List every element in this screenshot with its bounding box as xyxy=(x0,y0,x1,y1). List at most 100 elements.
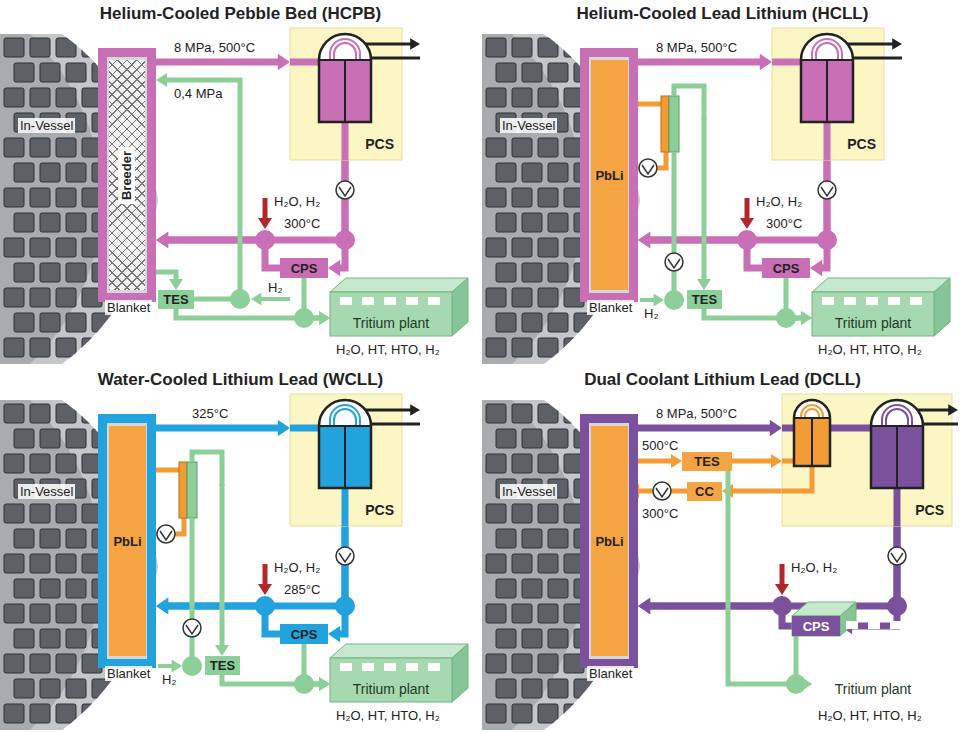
wall-tile xyxy=(4,604,24,623)
wall-tile xyxy=(522,63,542,82)
wall-tile xyxy=(522,213,542,232)
arrow-head xyxy=(319,677,330,691)
wall-tile xyxy=(14,579,34,598)
hydrogen-arrow xyxy=(260,297,290,301)
annotation-label: H₂O, HT, HTO, H₂ xyxy=(816,708,924,723)
panel: Water-Cooled Lithium Lead (WCLL)BlanketP… xyxy=(0,366,481,732)
arrow-head xyxy=(775,584,789,595)
breeder-zone: Breeder xyxy=(109,60,145,290)
edge-label: 300°C xyxy=(764,216,804,231)
hx-chamber xyxy=(801,60,853,122)
node-label: TES xyxy=(694,454,719,469)
arrow-head xyxy=(760,54,772,70)
wall-tile xyxy=(92,679,112,698)
wall-tile xyxy=(496,579,516,598)
pipe-connector xyxy=(638,526,897,614)
wall-tile xyxy=(512,654,532,673)
wall-tile xyxy=(30,454,50,473)
wall-tile xyxy=(538,188,558,207)
hx-outline xyxy=(319,34,371,122)
wall-tile xyxy=(538,604,558,623)
building-side xyxy=(452,644,468,702)
pump-mark xyxy=(656,488,668,497)
tritium-plant: Tritium plant xyxy=(330,658,452,702)
pcs-inlet xyxy=(290,425,320,432)
node-label: TES xyxy=(163,292,188,307)
node-label: CPS xyxy=(773,261,800,276)
wall-tile xyxy=(548,313,568,332)
pipe-line xyxy=(156,425,279,432)
edge-label: 300°C xyxy=(640,506,680,521)
junction xyxy=(664,290,684,310)
annotation-label: H₂O, HT, HTO, H₂ xyxy=(816,342,924,357)
building-roof xyxy=(812,278,950,292)
annotation-label: In-Vessel xyxy=(18,484,75,499)
wall-tile xyxy=(522,263,542,282)
arrow-head xyxy=(654,294,664,307)
building-front xyxy=(812,292,934,336)
building-window xyxy=(406,297,418,305)
wall-tile xyxy=(40,63,60,82)
arrow-head xyxy=(948,404,958,416)
wall-tile xyxy=(564,338,584,357)
panel-title: Water-Cooled Lithium Lead (WCLL) xyxy=(0,370,481,390)
node-label: Tritium plant xyxy=(835,315,912,331)
wall-tile xyxy=(496,529,516,548)
wall-tile xyxy=(14,313,34,332)
arrow-head xyxy=(215,645,229,656)
wall-tile xyxy=(14,629,34,648)
wall-tile xyxy=(548,579,568,598)
wall-tile xyxy=(30,404,50,423)
pcs-box: PCS xyxy=(772,28,884,160)
building-window xyxy=(888,297,900,305)
arrow-head xyxy=(410,404,420,416)
hx-tube xyxy=(332,41,358,60)
arrow-head xyxy=(697,279,711,290)
pump-symbol xyxy=(665,253,683,271)
wall-tile xyxy=(40,529,60,548)
pump-mark xyxy=(668,259,680,268)
pump-mark xyxy=(821,187,833,196)
wall-tile xyxy=(486,604,506,623)
pipe-line xyxy=(649,606,792,626)
arrow-head xyxy=(319,677,330,691)
pipe-line xyxy=(638,59,761,66)
wall-tile xyxy=(4,238,24,257)
tritium-plant: Tritium plant xyxy=(812,292,934,336)
building-window xyxy=(384,297,396,305)
wall-tile xyxy=(522,579,542,598)
wall-tile xyxy=(538,404,558,423)
pipe-line xyxy=(638,425,771,432)
junction xyxy=(230,289,250,309)
blanket-label: Blanket xyxy=(105,300,152,315)
pipe-connector xyxy=(328,526,345,642)
wall-tile xyxy=(522,679,542,698)
annotation-label: H₂O, H₂ xyxy=(789,560,839,575)
building-roof xyxy=(330,278,468,292)
vessel-illustration xyxy=(482,400,640,730)
node-label: TES xyxy=(210,658,235,673)
building-window xyxy=(866,297,878,305)
node-label: PbLi xyxy=(595,168,623,183)
wall-tile xyxy=(66,213,86,232)
node-label: PCS xyxy=(365,502,394,518)
pcs-inlet xyxy=(772,59,802,66)
wall-tile xyxy=(538,504,558,523)
wall-tile xyxy=(538,654,558,673)
wall-tile xyxy=(30,238,50,257)
wall-tile xyxy=(56,38,76,57)
wall-tile xyxy=(522,629,542,648)
hx-tube-core xyxy=(814,41,840,60)
building-side xyxy=(452,278,468,336)
wall-tile xyxy=(30,338,50,357)
node-label: TES xyxy=(692,292,717,307)
arrow-head xyxy=(319,311,330,325)
arrow-head xyxy=(892,38,902,50)
wall-tile xyxy=(66,579,86,598)
water-injection-arrow xyxy=(780,564,785,585)
junction xyxy=(294,674,314,694)
hx-outline xyxy=(801,34,853,122)
wall-tile xyxy=(66,629,86,648)
hx-shell xyxy=(319,400,371,488)
pipe-connector xyxy=(156,272,183,290)
